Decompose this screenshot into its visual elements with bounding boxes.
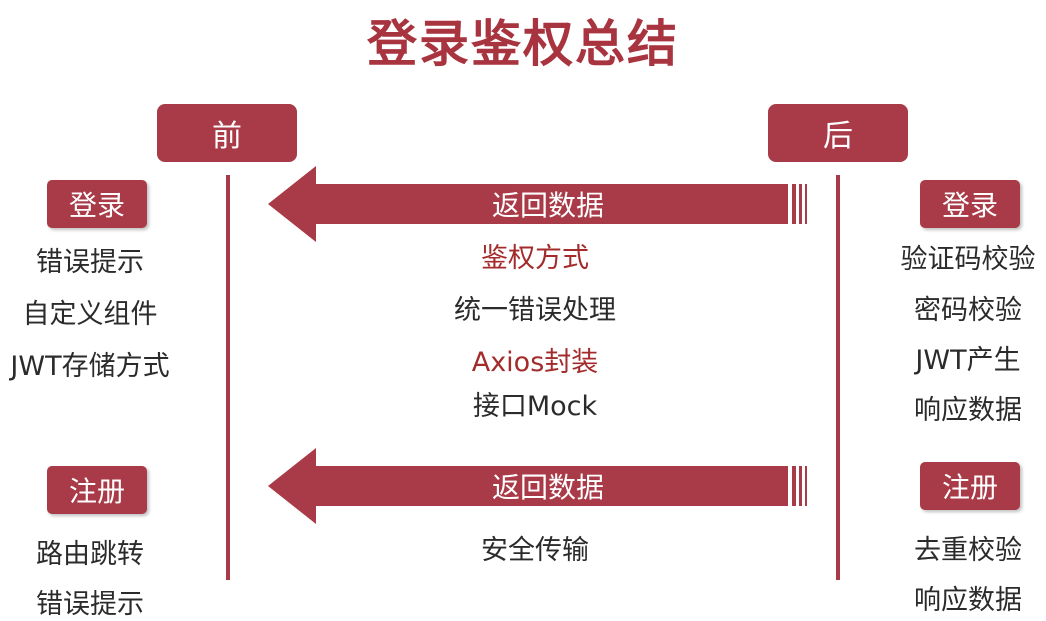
arrow-label: 返回数据 bbox=[491, 189, 604, 222]
topic-auth-method: 鉴权方式 bbox=[481, 243, 589, 274]
topic-error-handling: 统一错误处理 bbox=[454, 295, 616, 326]
frontend-login-item: JWT存储方式 bbox=[10, 351, 170, 382]
frontend-login-badge: 登录 bbox=[47, 180, 147, 228]
backend-register-badge: 注册 bbox=[920, 462, 1020, 510]
backend-login-item: 密码校验 bbox=[914, 295, 1022, 326]
frontend-register-item: 错误提示 bbox=[36, 589, 144, 620]
backend-login-item: 验证码校验 bbox=[900, 244, 1036, 275]
topic-mock: 接口Mock bbox=[472, 391, 598, 422]
left-arrow-icon bbox=[268, 166, 807, 242]
backend-login-item: JWT产生 bbox=[915, 345, 1021, 376]
frontend-login-item: 自定义组件 bbox=[22, 299, 158, 330]
frontend-register-badge: 注册 bbox=[47, 466, 147, 514]
frontend-register-item: 路由跳转 bbox=[36, 539, 144, 570]
page-title: 登录鉴权总结 bbox=[367, 15, 679, 73]
frontend-timeline bbox=[226, 175, 230, 580]
topic-axios: Axios封装 bbox=[471, 347, 599, 378]
backend-login-item: 响应数据 bbox=[914, 395, 1022, 426]
backend-login-badge: 登录 bbox=[920, 180, 1020, 228]
topic-secure-transport: 安全传输 bbox=[481, 535, 589, 566]
backend-register-item: 去重校验 bbox=[914, 535, 1022, 566]
backend-timeline bbox=[836, 175, 840, 580]
frontend-header: 前 bbox=[157, 104, 297, 162]
return-data-arrow-top: 返回数据 bbox=[268, 166, 808, 242]
return-data-arrow-bottom: 返回数据 bbox=[268, 448, 808, 524]
left-arrow-icon bbox=[268, 448, 807, 524]
arrow-label: 返回数据 bbox=[491, 471, 604, 504]
frontend-login-item: 错误提示 bbox=[36, 247, 144, 278]
backend-register-item: 响应数据 bbox=[914, 585, 1022, 616]
backend-header: 后 bbox=[768, 104, 908, 162]
